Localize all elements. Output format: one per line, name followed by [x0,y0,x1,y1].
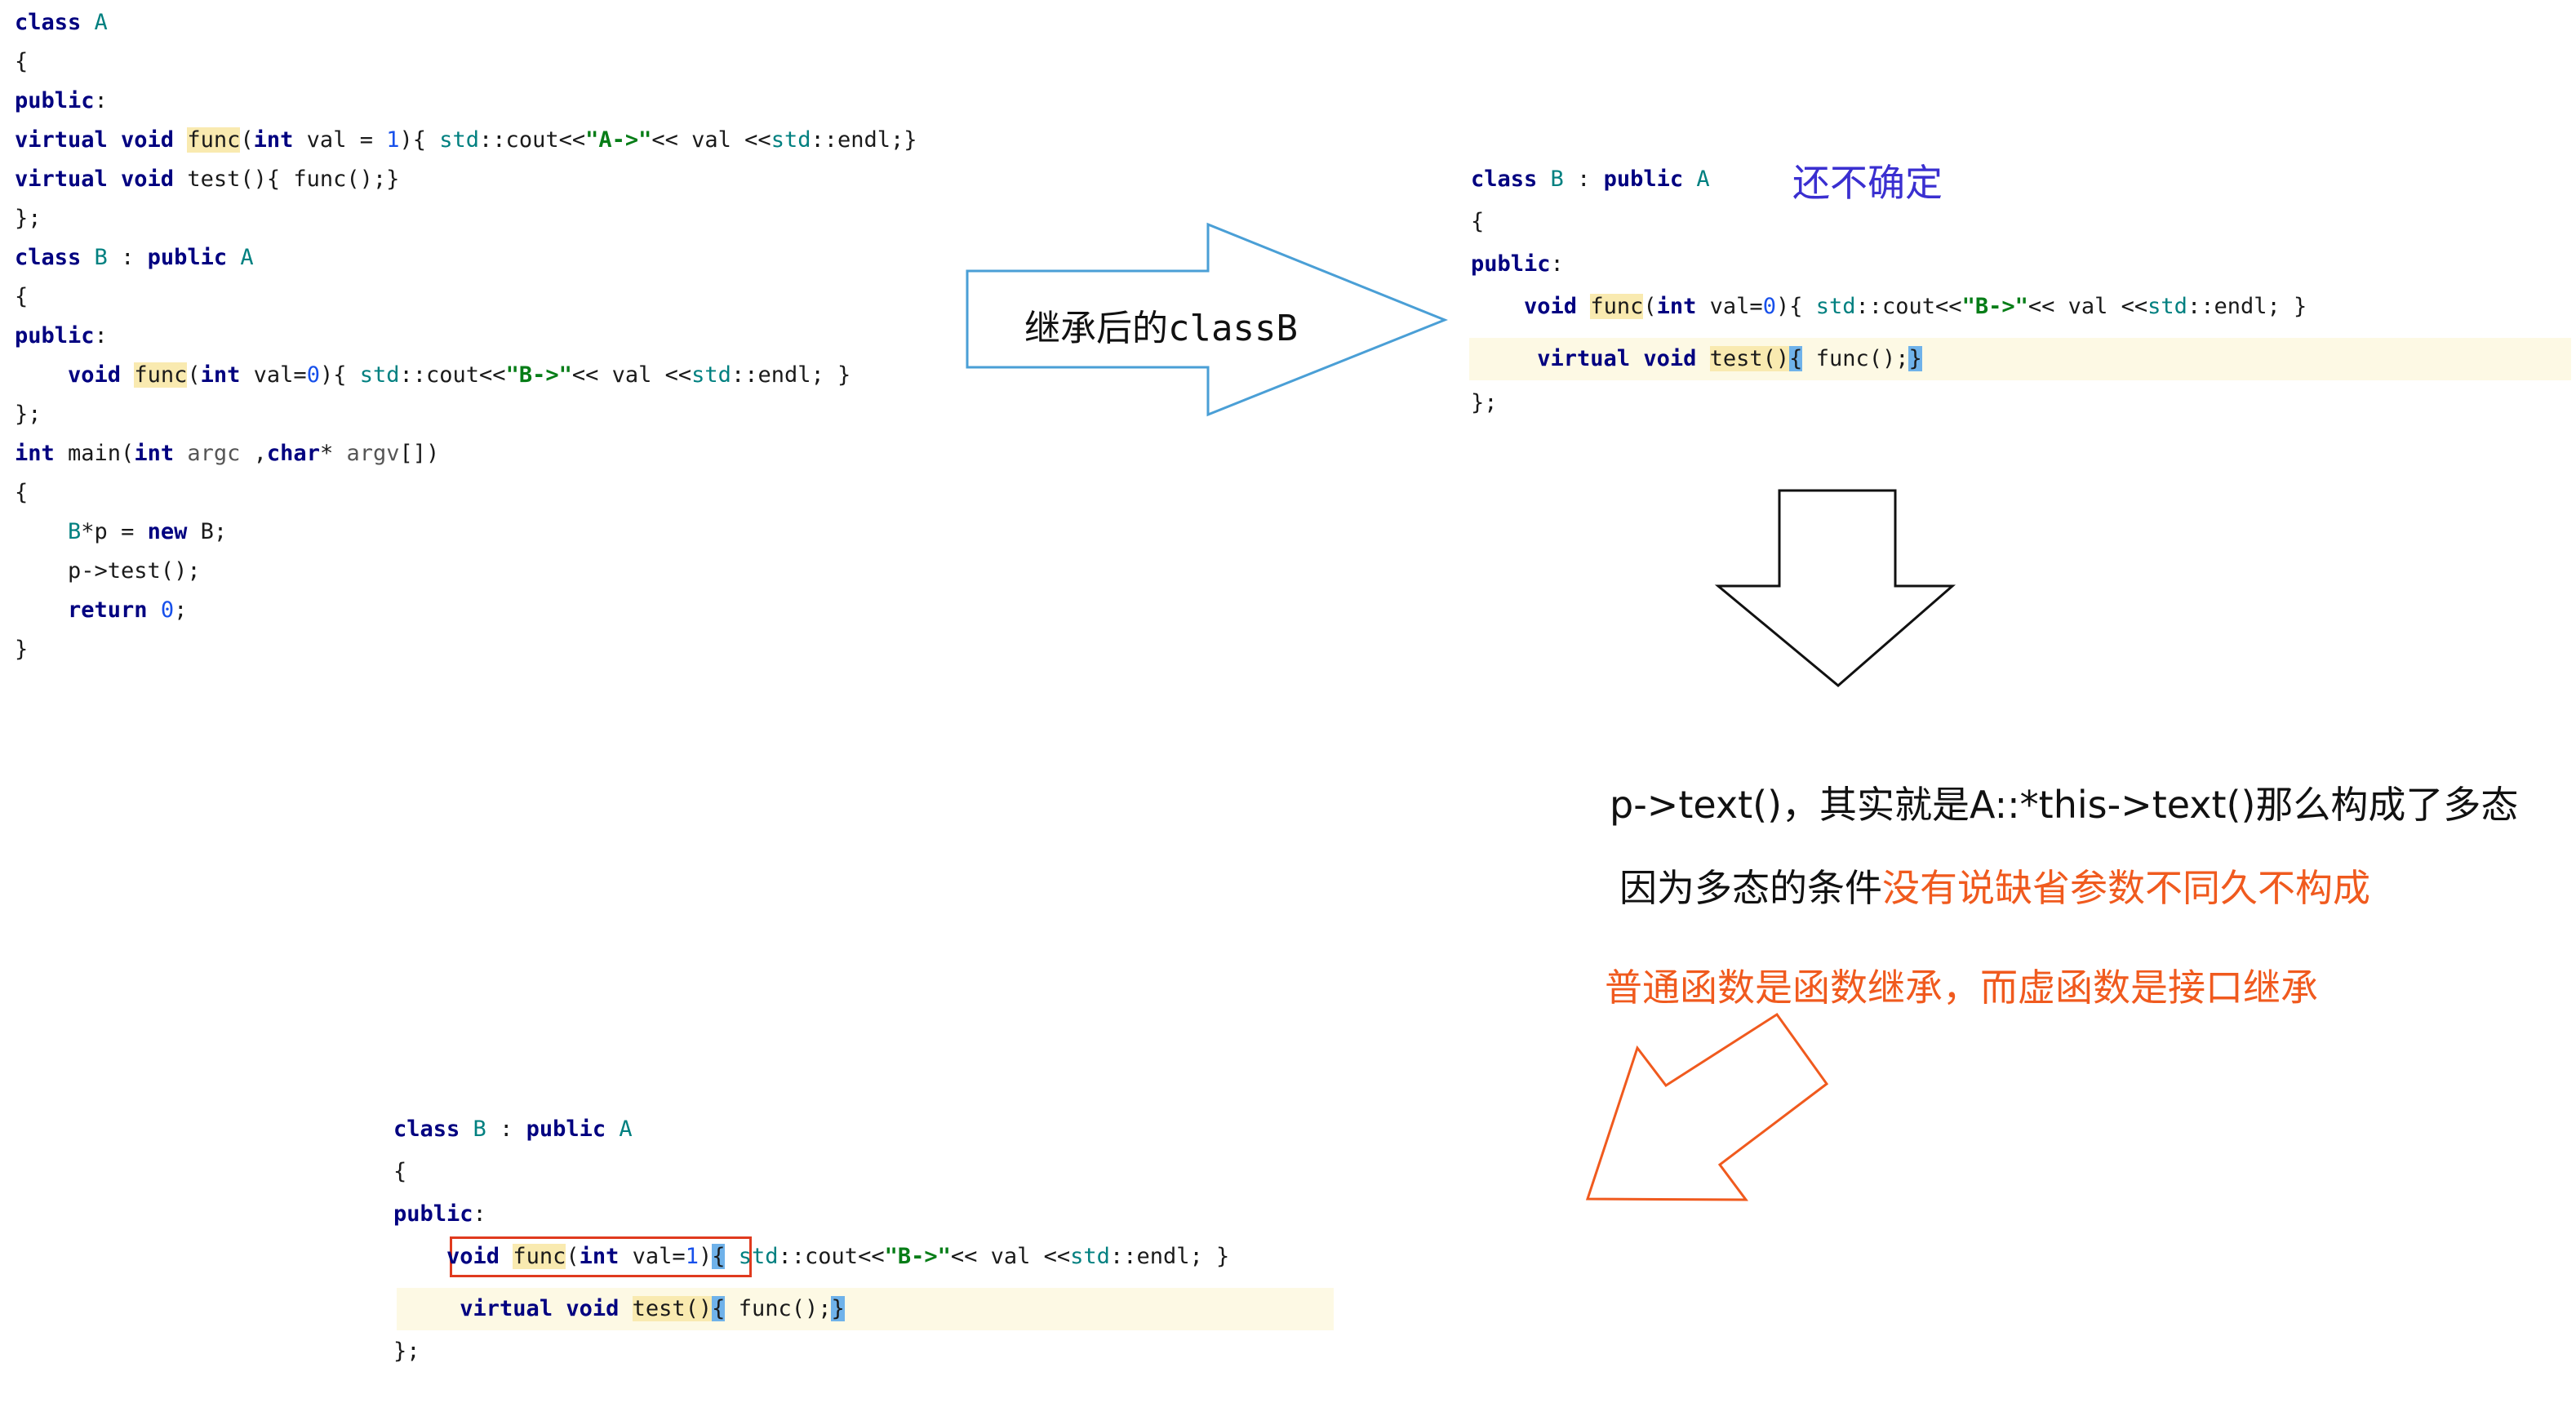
code-block-original: class A { public: virtual void func(int … [15,7,953,662]
code-line: public: [15,88,108,113]
explanation-line-2-orange: 没有说缺省参数不同久不构成 [1882,866,2370,910]
code-line: void func(int val=0){ std::cout<<"B->"<<… [1524,294,2307,319]
arrow-label: 继承后的classB [1024,308,1298,349]
code-line: }; [1471,390,1498,415]
code-line: class B : public A [15,245,254,270]
code-line: }; [15,206,42,231]
code-line: class B : public A [1471,166,1710,192]
explanation-line-2-black: 因为多态的条件 [1619,866,1882,910]
code-line: virtual void test(){ func();} [460,1296,845,1321]
code-line: int main(int argc ,char* argv[]) [15,441,440,466]
code-line: virtual void func(int val = 1){ std::cou… [15,127,917,153]
code-line: B*p = new B; [68,519,228,544]
code-line: { [15,284,29,309]
code-line: public: [1471,251,1564,277]
right-arrow-icon [966,222,1449,417]
explanation-line-2: 因为多态的条件没有说缺省参数不同久不构成 [1619,859,2370,912]
code-block-modified: class B : public A { public: void func(i… [393,1113,1373,1383]
code-line: void func(int val=0){ std::cout<<"B->"<<… [68,362,851,388]
code-line: return 0; [68,597,188,623]
code-line: class B : public A [393,1116,633,1142]
code-line: class A [15,10,108,35]
explanation-line-1: p->text()，其实就是A::*this->text()那么构成了多态 [1610,783,2519,827]
code-line: { [15,480,29,505]
diagonal-arrow-icon [1585,1012,1829,1201]
code-line: }; [15,402,42,427]
code-line: virtual void test(){ func();} [15,166,400,192]
code-block-inherited: class B : public A { public: void func(i… [1471,163,2565,433]
code-line: { [15,49,29,74]
code-line: { [393,1159,407,1184]
default-arg-highlight-box [450,1236,752,1277]
current-line-band [1469,338,2571,380]
down-arrow-icon [1714,489,1956,687]
explanation-line-3: 普通函数是函数继承，而虚函数是接口继承 [1605,966,2318,1010]
code-line: virtual void test(){ func();} [1537,346,1922,371]
code-line: public: [15,323,108,348]
current-line-band [397,1288,1334,1330]
code-line: public: [393,1201,486,1227]
code-line: } [15,637,29,662]
code-line: { [1471,209,1485,234]
code-line: p->test(); [15,558,201,584]
code-line: void func(int val=1){ std::cout<<"B->"<<… [446,1244,1230,1269]
uncertain-note: 还不确定 [1792,161,1943,205]
code-line: }; [393,1338,420,1364]
